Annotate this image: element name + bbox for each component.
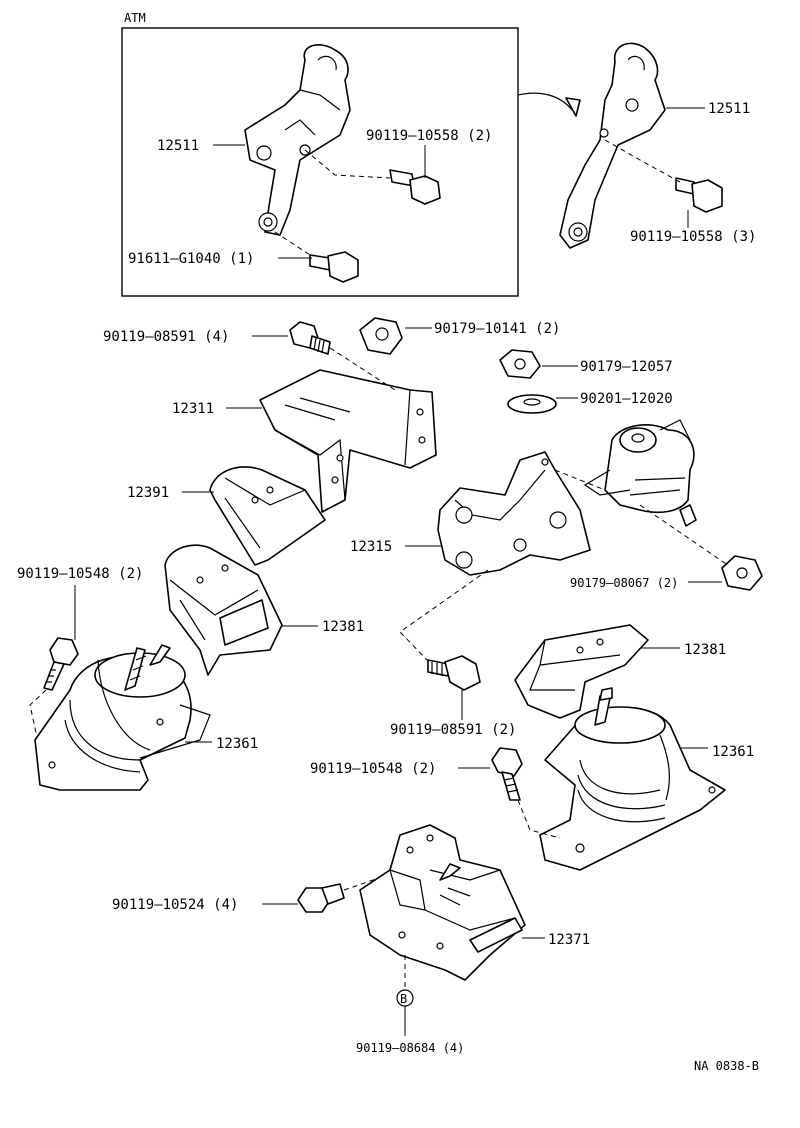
transmission-mount xyxy=(583,419,697,527)
callout-90119-10548-right: 90119–10548 (2) xyxy=(310,761,436,777)
callout-90119-10558-3: 90119–10558 (3) xyxy=(630,229,756,245)
washer-90201-12020 xyxy=(507,394,557,414)
bracket-12315 xyxy=(437,451,591,576)
insulator-12391 xyxy=(209,466,326,566)
bracket-12511 xyxy=(559,42,666,249)
callout-atm-91611-g1040: 91611–G1040 (1) xyxy=(128,251,254,267)
callout-90179-10141: 90179–10141 (2) xyxy=(434,321,560,337)
transfer-arrow xyxy=(517,92,581,117)
callout-90201-12020: 90201–12020 xyxy=(580,391,673,407)
bracket-12381-right xyxy=(514,624,649,719)
callout-12371: 12371 xyxy=(548,932,590,948)
callout-12311: 12311 xyxy=(172,401,214,417)
bolt-90119-10558 xyxy=(675,177,723,213)
bracket-12381-left xyxy=(164,544,283,676)
front-mount-12361-left xyxy=(34,644,211,791)
nut-90179-10141 xyxy=(359,317,403,355)
callout-90179-08067: 90179–08067 (2) xyxy=(570,576,678,590)
bolt-90119-10548-left xyxy=(43,637,79,691)
nut-90179-08067 xyxy=(721,555,763,591)
b-marker-label: B xyxy=(400,992,407,1006)
atm-inset: ATM 12511 90119–10558 (2) 91611– xyxy=(121,11,519,297)
atm-bolt-90119-10558 xyxy=(389,169,441,205)
callout-12315: 12315 xyxy=(350,539,392,555)
callout-90119-08591-4: 90119–08591 (4) xyxy=(103,329,229,345)
callout-90179-12057: 90179–12057 xyxy=(580,359,673,375)
callout-90119-08591-2: 90119–08591 (2) xyxy=(390,722,516,738)
diagram-code: NA 0838-B xyxy=(694,1059,759,1073)
callout-90119-10548-left: 90119–10548 (2) xyxy=(17,566,143,582)
rear-mount-12371 xyxy=(359,824,526,981)
rear-mount-12361-right xyxy=(539,687,726,871)
bracket-12311 xyxy=(259,369,437,513)
callout-atm-90119-10558: 90119–10558 (2) xyxy=(366,128,492,144)
callout-12381-left: 12381 xyxy=(322,619,364,635)
callout-atm-12511: 12511 xyxy=(157,138,199,154)
callout-12361-right: 12361 xyxy=(712,744,754,760)
callout-12381-right: 12381 xyxy=(684,642,726,658)
bolt-90119-08591-2 xyxy=(427,655,481,691)
callout-12391: 12391 xyxy=(127,485,169,501)
bolt-90119-10524 xyxy=(297,883,345,913)
atm-bracket-12511 xyxy=(244,44,351,236)
callout-90119-08684: 90119–08684 (4) xyxy=(356,1041,464,1055)
b-marker: B xyxy=(396,989,414,1007)
atm-inset-title: ATM xyxy=(124,11,146,25)
atm-bolt-91611-g1040 xyxy=(309,251,359,283)
nut-90179-12057 xyxy=(499,349,541,379)
callout-12361-left: 12361 xyxy=(216,736,258,752)
callout-12511: 12511 xyxy=(708,101,750,117)
callout-90119-10524: 90119–10524 (4) xyxy=(112,897,238,913)
bolt-90119-08591-4 xyxy=(289,321,331,355)
bolt-90119-10548-right xyxy=(491,747,523,801)
